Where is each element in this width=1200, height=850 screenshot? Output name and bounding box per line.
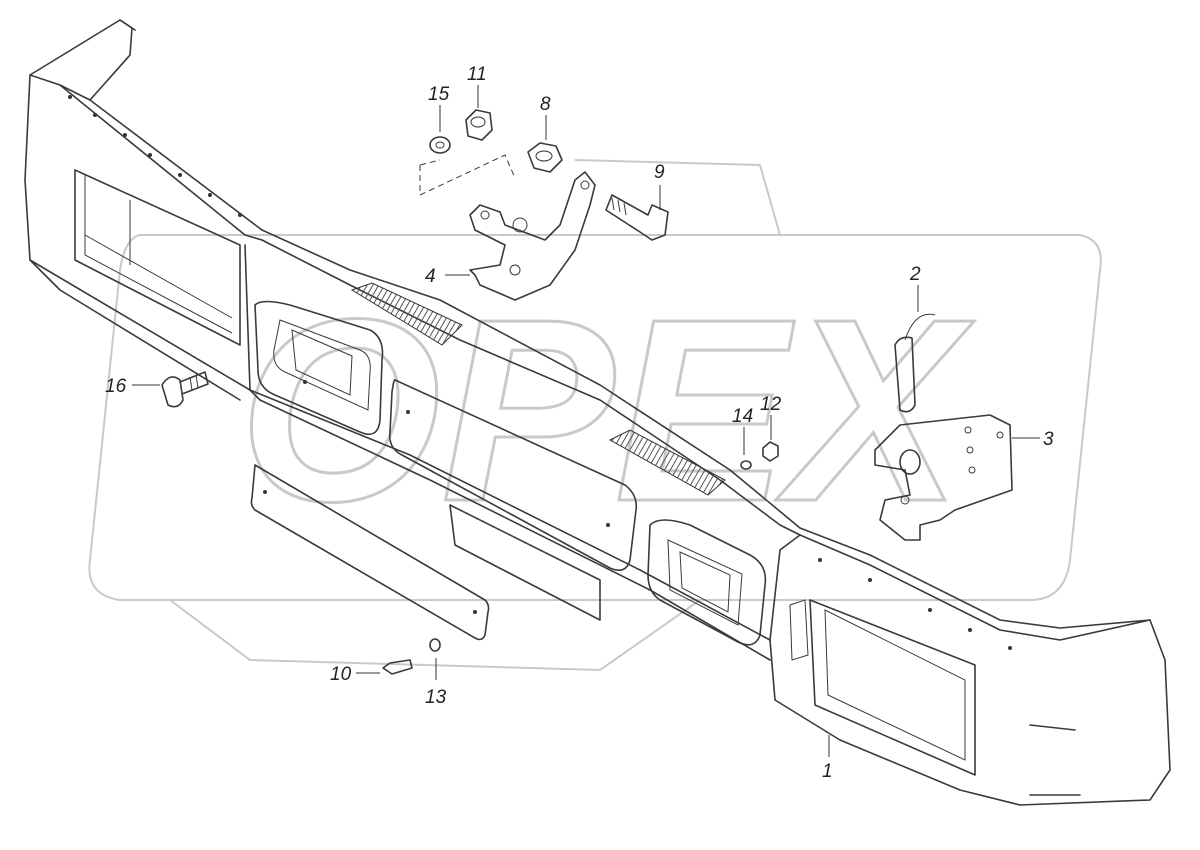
rubber-pad-right [608,429,726,496]
bumper-body [24,19,1171,806]
callout-2: 2 [909,264,921,285]
bracket-left [469,171,596,301]
callout-1: 1 [822,761,833,782]
callout-4: 4 [425,266,436,287]
callout-8: 8 [540,94,551,115]
bolt-9 [605,194,669,241]
watermark-logo: OPEX [88,159,1102,672]
callout-10: 10 [330,664,352,685]
callout-labels: 1 2 3 4 8 9 10 11 12 13 14 15 16 [105,64,1054,782]
nut-8 [527,142,563,173]
license-plate-panel [250,464,490,641]
leader-lines [132,85,1040,757]
washer-15 [429,136,451,154]
watermark-text: OPEX [239,266,975,556]
callout-16: 16 [105,376,127,397]
nut-12 [762,441,779,462]
callout-15: 15 [428,84,450,105]
callout-11: 11 [467,64,487,85]
bracket-right [874,414,1013,541]
callout-9: 9 [654,162,665,183]
bolt-16 [161,371,209,408]
assembly-dashed-line [419,154,516,196]
callout-3: 3 [1043,429,1054,450]
nut-11 [465,109,493,141]
washer-14 [740,460,752,470]
callout-13: 13 [425,687,447,708]
pin-2 [894,313,936,413]
washer-13 [429,638,441,652]
bolt-10 [382,659,413,675]
rubber-pad-left [350,282,463,346]
callout-14: 14 [732,406,753,427]
callout-12: 12 [760,394,782,415]
